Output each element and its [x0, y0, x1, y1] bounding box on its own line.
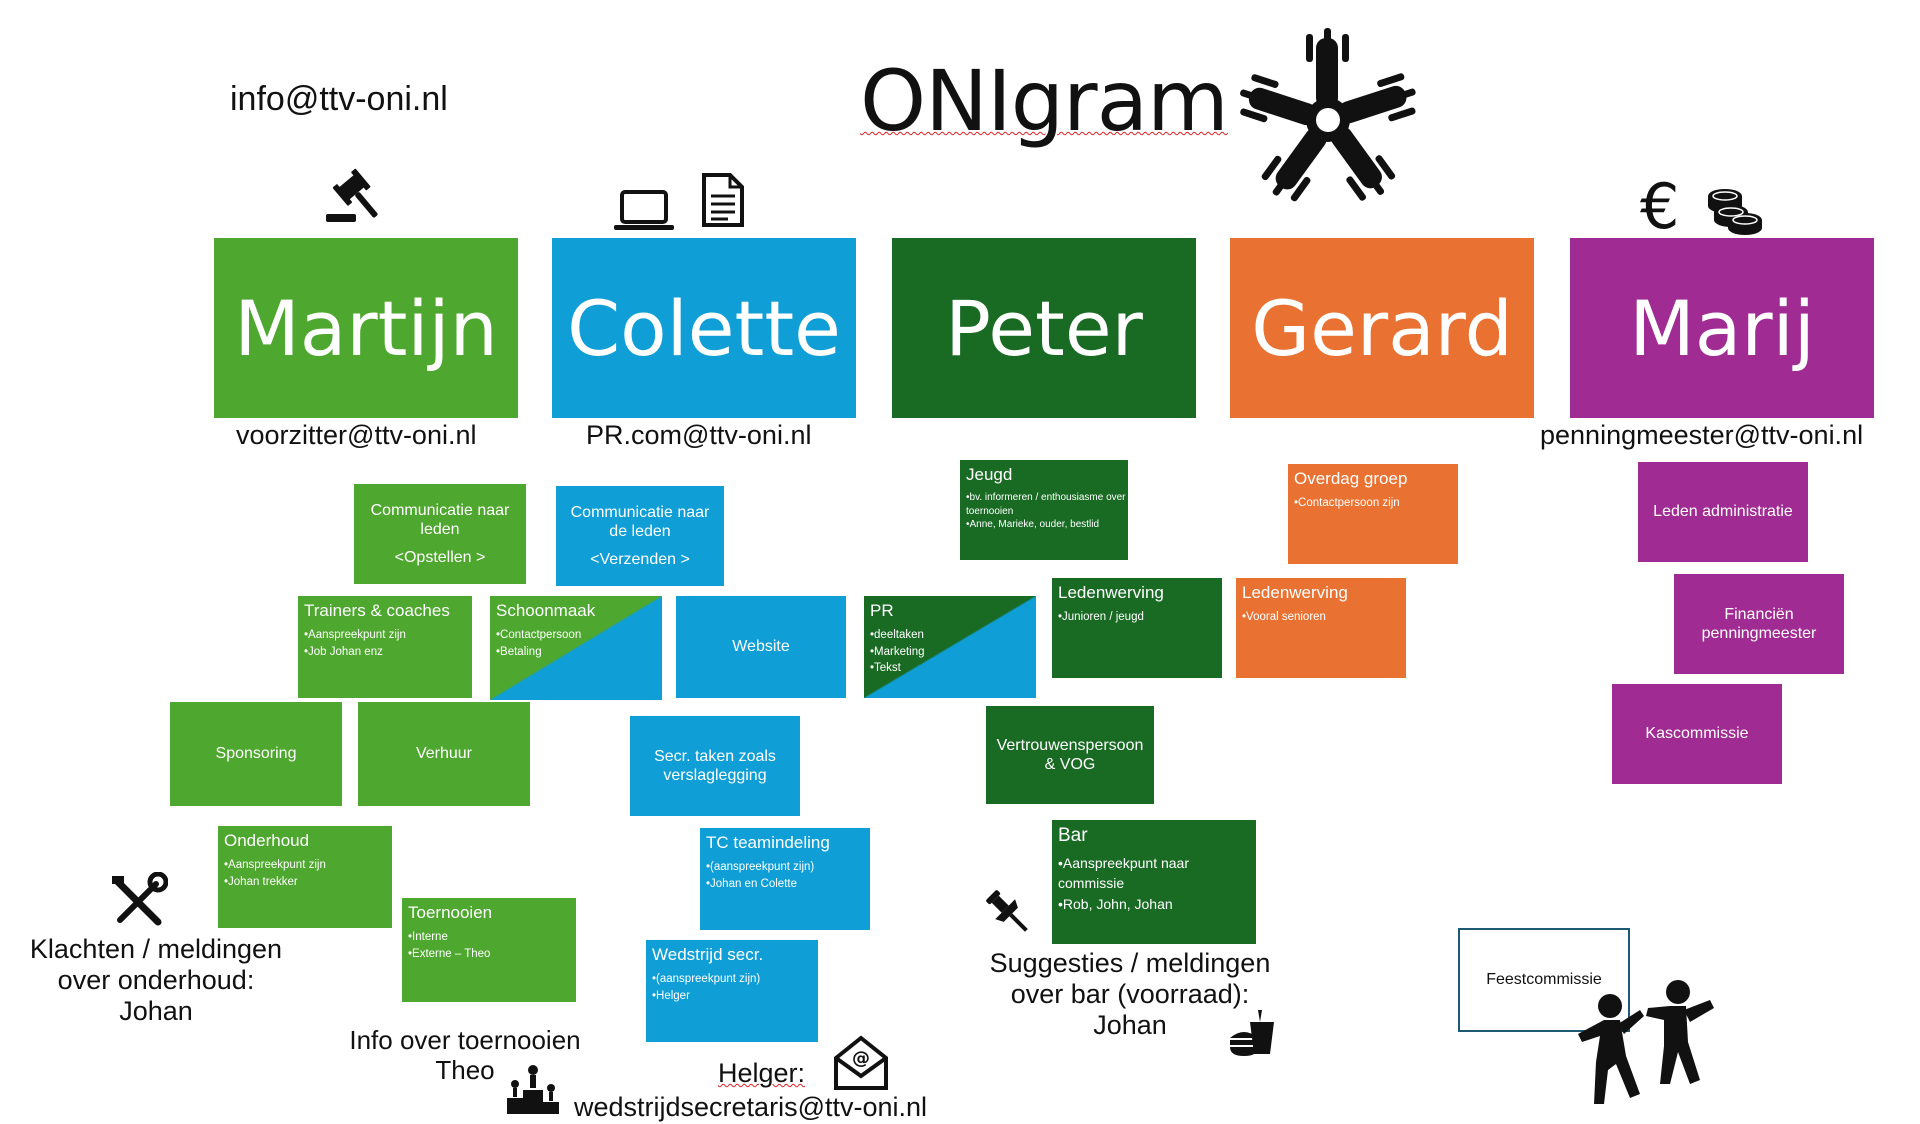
document-icon — [702, 173, 744, 227]
box-onderhoud: Onderhoud Aanspreekpunt zijnJohan trekke… — [218, 826, 392, 928]
coins-icon — [1708, 189, 1762, 235]
email-penningmeester: penningmeester@ttv-oni.nl — [1540, 420, 1864, 450]
box-sponsoring: Sponsoring — [170, 702, 342, 806]
tools-icon — [112, 872, 168, 926]
person-box-marij: Marij — [1570, 238, 1874, 418]
box-communicatie-opstellen: Communicatie naar leden <Opstellen > — [354, 484, 526, 584]
email-pr: PR.com@ttv-oni.nl — [586, 420, 812, 450]
euro-icon: € — [1640, 170, 1680, 243]
box-communicatie-verzenden: Communicatie naar de leden <Verzenden > — [556, 486, 724, 586]
box-financien: Financiën penningmeester — [1674, 574, 1844, 674]
person-box-colette: Colette — [552, 238, 856, 418]
box-kascommissie: Kascommissie — [1612, 684, 1782, 784]
box-ledenwerving-senioren: Ledenwerving Vooral senioren — [1236, 578, 1406, 678]
note-helger: Helger: — [718, 1058, 806, 1088]
email-voorzitter: voorzitter@ttv-oni.nl — [236, 420, 477, 450]
box-wedstrijd-secr: Wedstrijd secr. (aanspreekpunt zijn)Helg… — [646, 940, 818, 1042]
box-schoonmaak: Schoonmaak ContactpersoonBetaling — [490, 596, 662, 700]
pushpin-icon — [986, 890, 1028, 932]
box-trainers: Trainers & coaches Aanspreekpunt zijnJob… — [298, 596, 472, 698]
svg-text:@: @ — [852, 1048, 870, 1069]
box-bar: Bar Aanspreekpunt naar commissieRob, Joh… — [1052, 820, 1256, 944]
box-leden-administratie: Leden administratie — [1638, 462, 1808, 562]
info-email: info@ttv-oni.nl — [230, 80, 448, 118]
dancing-people-icon — [1578, 980, 1714, 1104]
food-icon — [1230, 1010, 1274, 1056]
gavel-icon — [326, 168, 378, 222]
page-title: ONIgram — [860, 52, 1229, 150]
hands-star-logo — [1240, 28, 1416, 202]
box-secr-taken: Secr. taken zoals verslaglegging — [630, 716, 800, 816]
box-toernooien: Toernooien InterneExterne – Theo — [402, 898, 576, 1002]
box-vertrouwenspersoon: Vertrouwenspersoon & VOG — [986, 706, 1154, 804]
box-overdag-groep: Overdag groep Contactpersoon zijn — [1288, 464, 1458, 564]
podium-icon — [507, 1065, 559, 1114]
email-icon: @ — [834, 1035, 888, 1090]
box-verhuur: Verhuur — [358, 702, 530, 806]
note-helger-email: wedstrijdsecretaris@ttv-oni.nl — [574, 1092, 928, 1122]
laptop-icon — [614, 190, 674, 230]
box-jeugd: Jeugd bv. informeren / enthousiasme over… — [960, 460, 1128, 560]
person-box-gerard: Gerard — [1230, 238, 1534, 418]
box-feestcommissie: Feestcommissie — [1458, 928, 1630, 1032]
person-box-peter: Peter — [892, 238, 1196, 418]
person-box-martijn: Martijn — [214, 238, 518, 418]
box-website: Website — [676, 596, 846, 698]
box-pr: PR deeltakenMarketingTekst — [864, 596, 1036, 698]
box-tc-teamindeling: TC teamindeling (aanspreekpunt zijn)Joha… — [700, 828, 870, 930]
box-ledenwerving-jeugd: Ledenwerving Junioren / jeugd — [1052, 578, 1222, 678]
